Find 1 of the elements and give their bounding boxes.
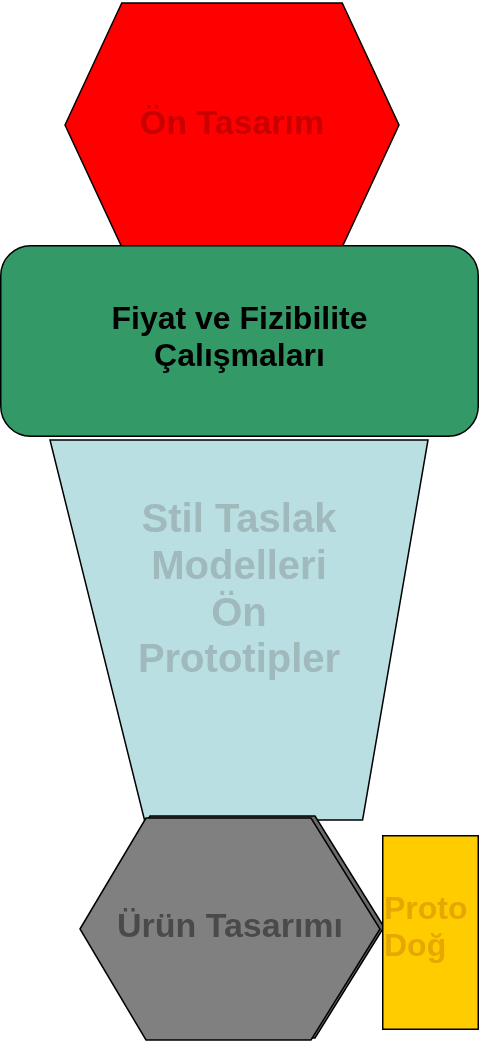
shape-label: Fiyat ve Fizibilite Çalışmaları xyxy=(110,300,369,375)
